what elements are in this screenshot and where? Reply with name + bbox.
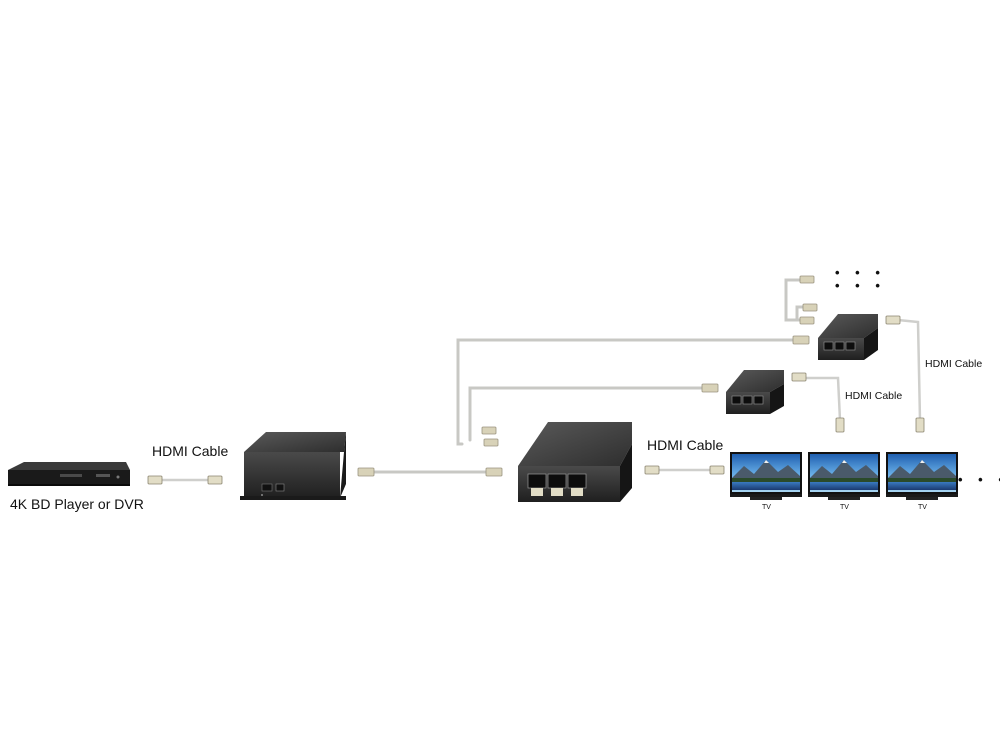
- hdmi-cable-top: [896, 318, 922, 422]
- cat-cable-extra-2: [795, 305, 806, 322]
- rj45-plug-top-rx: [792, 335, 810, 345]
- tv-3-icon: [886, 452, 958, 500]
- hdmi-cable-mid-label: HDMI Cable: [845, 390, 903, 402]
- bd-player-icon: [8, 462, 130, 486]
- hdmi-cable-in-label: HDMI Cable: [152, 443, 229, 459]
- receiver-top-icon: [818, 314, 878, 360]
- cat-cable-receiver-mid: [468, 386, 704, 442]
- rj45-plug-splitter-in: [485, 467, 503, 477]
- hdmi-plug-out-b: [709, 465, 725, 475]
- tv-icons: [730, 452, 958, 500]
- tv-2-label: TV: [840, 504, 849, 511]
- continuation-dots-tv: • • •: [958, 472, 1000, 487]
- hdmi-plug-mid-b: [835, 417, 845, 433]
- continuation-dots-top-2: • • •: [835, 278, 886, 293]
- hdmi-plug-out-a: [644, 465, 660, 475]
- tv-1-label: TV: [762, 504, 771, 511]
- rj45-plug-extra-a: [799, 275, 815, 284]
- rj45-plug-extra-b: [802, 303, 818, 312]
- rj45-plug-mid-rx: [701, 383, 719, 393]
- hdmi-cable-out-label: HDMI Cable: [647, 437, 724, 453]
- tv-2-icon: [808, 452, 880, 500]
- hdmi-cables: [158, 318, 922, 482]
- receiver-mid-icon: [726, 370, 784, 414]
- cat-cable-extra-1: [784, 278, 805, 322]
- hdmi-cable-top-label: HDMI Cable: [925, 358, 983, 370]
- hdmi-plug-in-b: [207, 475, 223, 485]
- rj45-plug-loop-b: [483, 438, 499, 447]
- network-cables: [370, 278, 806, 474]
- splitter-icon: [518, 422, 632, 502]
- rj45-plug-extra-c: [799, 316, 815, 325]
- transmitter-icon: [240, 432, 346, 500]
- tv-1-icon: [730, 452, 802, 500]
- hdmi-plug-top-b: [915, 417, 925, 433]
- tv-3-label: TV: [918, 504, 927, 511]
- hdmi-plug-in-a: [147, 475, 163, 485]
- source-label: 4K BD Player or DVR: [10, 496, 144, 512]
- hdmi-cable-mid: [804, 376, 842, 422]
- cat-cable-receiver-top: [456, 338, 797, 446]
- continuation-dots-top-1: • • •: [835, 265, 886, 280]
- rj45-plug-loop-a: [481, 426, 497, 435]
- hdmi-plug-top-a: [885, 315, 901, 325]
- hdmi-plug-mid-a: [791, 372, 807, 382]
- rj45-plug-tx: [357, 467, 375, 477]
- connectors: [147, 275, 925, 485]
